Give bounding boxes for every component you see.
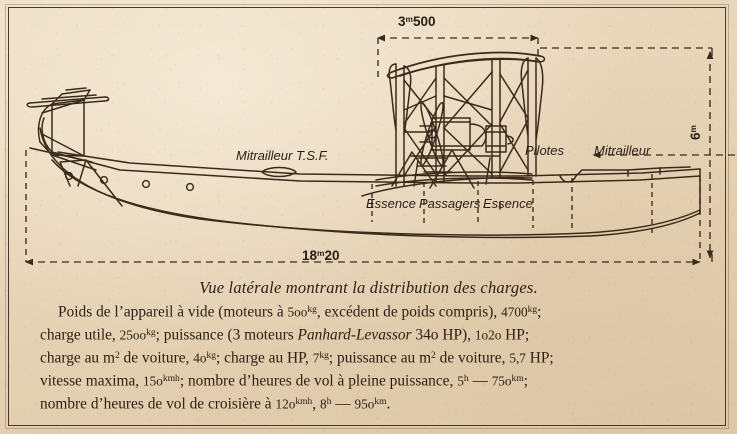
specifications-paragraph: Poids de l’appareil à vide (moteurs à 5o… xyxy=(40,300,700,415)
dimension-label-right-height: 6m xyxy=(688,125,703,140)
label-gunner: Mitrailleur xyxy=(594,143,651,158)
radio-gunner-position xyxy=(261,166,297,178)
compartment-dividers xyxy=(371,174,653,234)
spec-line-4: vitesse maxima, 15okmh; nombre d’heures … xyxy=(40,372,529,390)
engine-name: Panhard-Levassor xyxy=(297,326,412,344)
figure-caption: Vue latérale montrant la distribution de… xyxy=(199,278,538,297)
label-radio-gunner: Mitrailleur T.S.F. xyxy=(236,148,329,163)
dimension-label-top-width: 3m500 xyxy=(398,14,436,29)
hull-portholes xyxy=(64,171,195,192)
tail-assembly xyxy=(26,87,123,207)
label-fuel-rear: Essence xyxy=(483,196,533,211)
dimension-label-bottom-length: 18m20 xyxy=(302,248,340,263)
spec-line-1: Poids de l’appareil à vide (moteurs à 5o… xyxy=(58,303,542,321)
spec-line-5: nombre d’heures de vol de croisière à 12… xyxy=(40,395,391,413)
label-pilots: Pilotes xyxy=(525,143,565,158)
cockpit-cutouts xyxy=(559,166,691,183)
spec-line-3: charge au m2 de voiture, 4okg; charge au… xyxy=(40,349,554,367)
hull-outline xyxy=(39,117,701,239)
label-passengers: Passagers xyxy=(419,196,481,211)
wing-and-engine-structure xyxy=(361,51,546,197)
dimension-lines xyxy=(25,34,737,266)
label-fuel-front: Essence xyxy=(366,196,416,211)
page-border-frame xyxy=(5,4,729,429)
spec-line-2: charge utile, 25ookg; puissance (3 moteu… xyxy=(40,326,530,344)
